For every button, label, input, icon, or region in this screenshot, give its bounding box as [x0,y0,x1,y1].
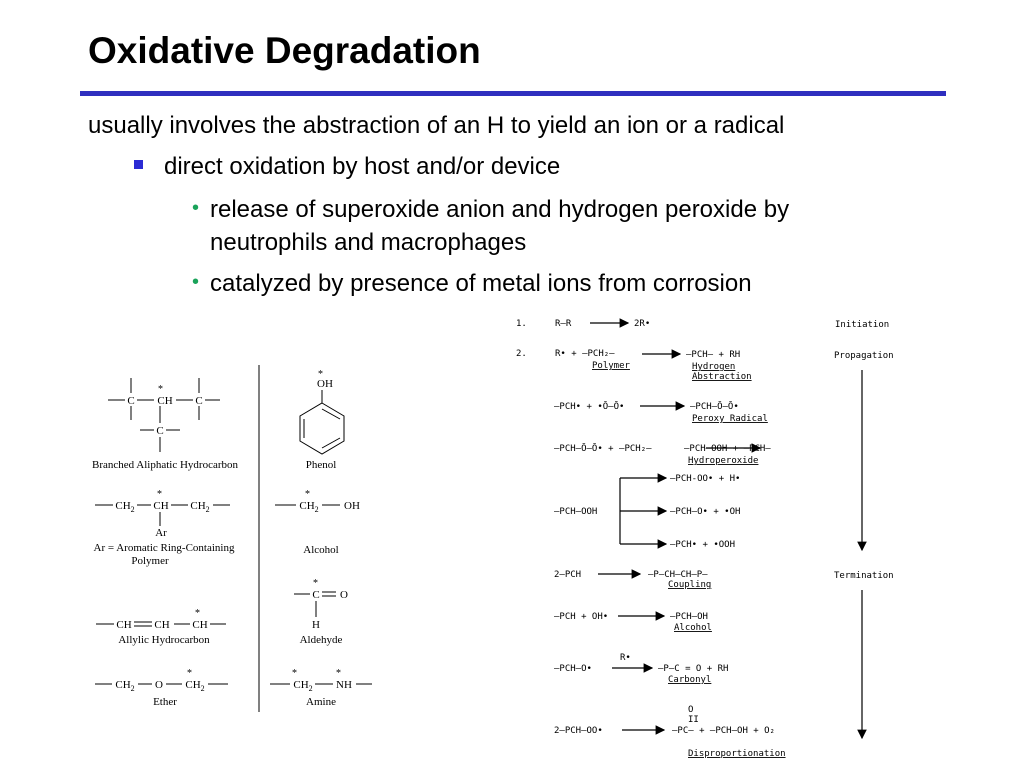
svg-text:—PCH—O•: —PCH—O• [554,664,592,674]
svg-text:—PCH—OH: —PCH—OH [670,612,708,622]
label-branched: Branched Aliphatic Hydrocarbon [92,459,239,471]
svg-text:*: * [292,668,297,679]
svg-text:R—R: R—R [555,319,572,329]
svg-text:CH2: CH2 [299,500,318,514]
svg-text:*: * [158,384,163,395]
svg-text:—PCH— + RH: —PCH— + RH [686,350,740,360]
label-aromatic-2: Polymer [131,555,169,567]
svg-text:*: * [187,668,192,679]
svg-text:CH2: CH2 [115,679,134,693]
svg-text:OH: OH [344,500,360,512]
svg-text:*: * [336,668,341,679]
svg-text:—P—CH—CH—P—: —P—CH—CH—P— [648,570,708,580]
svg-text:O: O [688,705,693,715]
svg-text:—PCH—OOH + —PCH—: —PCH—OOH + —PCH— [684,444,771,454]
svg-text:CH: CH [116,619,131,631]
svg-text:CH: CH [153,500,168,512]
svg-text:Ar: Ar [155,527,167,539]
svg-text:—PCH—Ō—Ō• + —PCH₂—: —PCH—Ō—Ō• + —PCH₂— [554,443,652,454]
label-aldehyde: Aldehyde [300,634,343,646]
svg-text:—PCH• + •OOH: —PCH• + •OOH [670,540,735,550]
label-aromatic-1: Ar = Aromatic Ring-Containing [94,542,235,554]
svg-text:CH2: CH2 [115,500,134,514]
stage-termination: Termination [834,571,894,581]
svg-text:NH: NH [336,679,352,691]
svg-text:—PCH—O• + •OH: —PCH—O• + •OH [670,507,740,517]
svg-text:*: * [157,489,162,500]
svg-text:—P—C = O + RH: —P—C = O + RH [658,664,728,674]
svg-text:2—PCH—OO•: 2—PCH—OO• [554,726,603,736]
svg-text:—PCH—OOH: —PCH—OOH [554,507,597,517]
label-abstraction: Abstraction [692,372,752,382]
svg-text:R•: R• [620,653,631,663]
svg-text:CH: CH [192,619,207,631]
svg-text:*: * [318,369,323,380]
svg-text:*: * [313,578,318,589]
svg-text:C: C [312,589,319,601]
label-hydroperoxide: Hydroperoxide [688,456,758,466]
svg-text:—PC— + —PCH—OH + O₂: —PC— + —PCH—OH + O₂ [672,726,775,736]
bullet-level3-a-line1: release of superoxide anion and hydrogen… [210,196,790,223]
slide-title: Oxidative Degradation [88,30,481,71]
label-allylic: Allylic Hydrocarbon [118,634,210,646]
svg-text:O: O [340,589,348,601]
bullet-level1: usually involves the abstraction of an H… [88,112,785,139]
dot-bullet-icon: • [192,197,200,219]
svg-text:CH: CH [154,619,169,631]
label-phenol: Phenol [306,459,337,471]
label-amine: Amine [306,696,336,708]
svg-text:2—PCH: 2—PCH [554,570,581,580]
title-underline [80,91,946,96]
label-polymer: Polymer [592,361,631,371]
svg-text:CH2: CH2 [190,500,209,514]
svg-text:R• + —PCH₂—: R• + —PCH₂— [555,349,615,359]
svg-text:2R•: 2R• [634,319,650,329]
label-coupling: Coupling [668,580,711,590]
label-alcohol: Alcohol [303,544,338,556]
svg-text:—PCH-OO• + H•: —PCH-OO• + H• [670,474,740,484]
svg-text:—PCH—Ō—Ō•: —PCH—Ō—Ō• [690,401,739,412]
svg-text:C: C [156,425,163,437]
svg-text:II: II [688,715,699,725]
stage-initiation: Initiation [835,320,889,330]
dot-bullet-icon: • [192,271,200,293]
bullet-level3-b: catalyzed by presence of metal ions from… [210,270,752,297]
label-hydrogen: Hydrogen [692,362,735,372]
svg-text:C: C [127,395,134,407]
label-ether: Ether [153,696,177,708]
svg-text:—PCH + OH•: —PCH + OH• [554,612,608,622]
svg-text:CH: CH [157,395,172,407]
bullet-level3-a-line2: neutrophils and macrophages [210,229,527,256]
svg-text:O: O [155,679,163,691]
svg-text:CH2: CH2 [293,679,312,693]
label-carbonyl: Carbonyl [668,675,711,685]
bullet-level2: direct oxidation by host and/or device [164,153,561,180]
svg-text:2.: 2. [516,349,527,359]
label-alcohol-scheme: Alcohol [674,623,712,633]
stage-propagation: Propagation [834,351,894,361]
svg-text:C: C [195,395,202,407]
square-bullet-icon [134,160,143,169]
svg-text:*: * [305,489,310,500]
svg-text:CH2: CH2 [185,679,204,693]
bullet-level3-a: release of superoxide anion and hydrogen… [210,193,789,259]
svg-text:OH: OH [317,378,333,390]
label-disproportionation: Disproportionation [688,749,786,759]
svg-text:—PCH• + •Ō—Ō•: —PCH• + •Ō—Ō• [554,401,624,412]
svg-text:1.: 1. [516,319,527,329]
svg-text:*: * [195,608,200,619]
svg-text:H: H [312,619,320,631]
label-peroxy-radical: Peroxy Radical [692,414,768,424]
